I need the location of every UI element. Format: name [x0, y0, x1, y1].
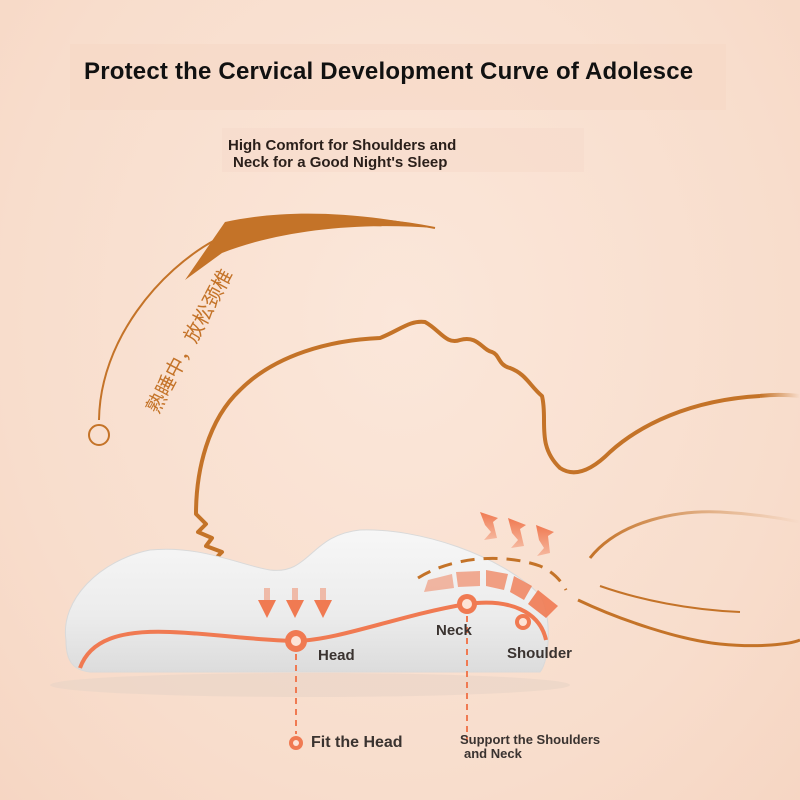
leader-lines: [295, 616, 468, 740]
neck-support-arc: [424, 570, 558, 618]
pillow: [50, 529, 570, 697]
curved-arrow-icon: [88, 213, 436, 446]
head-outline: [194, 319, 800, 606]
dashed-arc: [417, 556, 568, 591]
label-support-line-1: Support the Shoulders: [460, 732, 601, 747]
label-shoulder: Shoulder: [507, 645, 573, 662]
point-marker-icon: [285, 594, 531, 750]
label-neck: Neck: [436, 622, 472, 639]
subtitle-band: [222, 128, 584, 172]
up-arrow-icon: [480, 512, 554, 556]
body-outline: [577, 510, 800, 648]
label-support: Support the Shoulders and Neck: [460, 733, 600, 761]
label-head: Head: [318, 647, 355, 664]
subtitle-line-1: High Comfort for Shoulders and: [228, 137, 457, 154]
subtitle-line-2: Neck for a Good Night's Sleep: [233, 154, 448, 171]
subtitle: High Comfort for Shoulders and Neck for …: [228, 137, 578, 171]
label-support-line-2: and Neck: [464, 746, 522, 761]
title-band: [70, 44, 726, 110]
down-arrow-icon: [258, 588, 332, 618]
page-title: Protect the Cervical Development Curve o…: [84, 58, 694, 85]
label-fit-head: Fit the Head: [311, 734, 403, 751]
